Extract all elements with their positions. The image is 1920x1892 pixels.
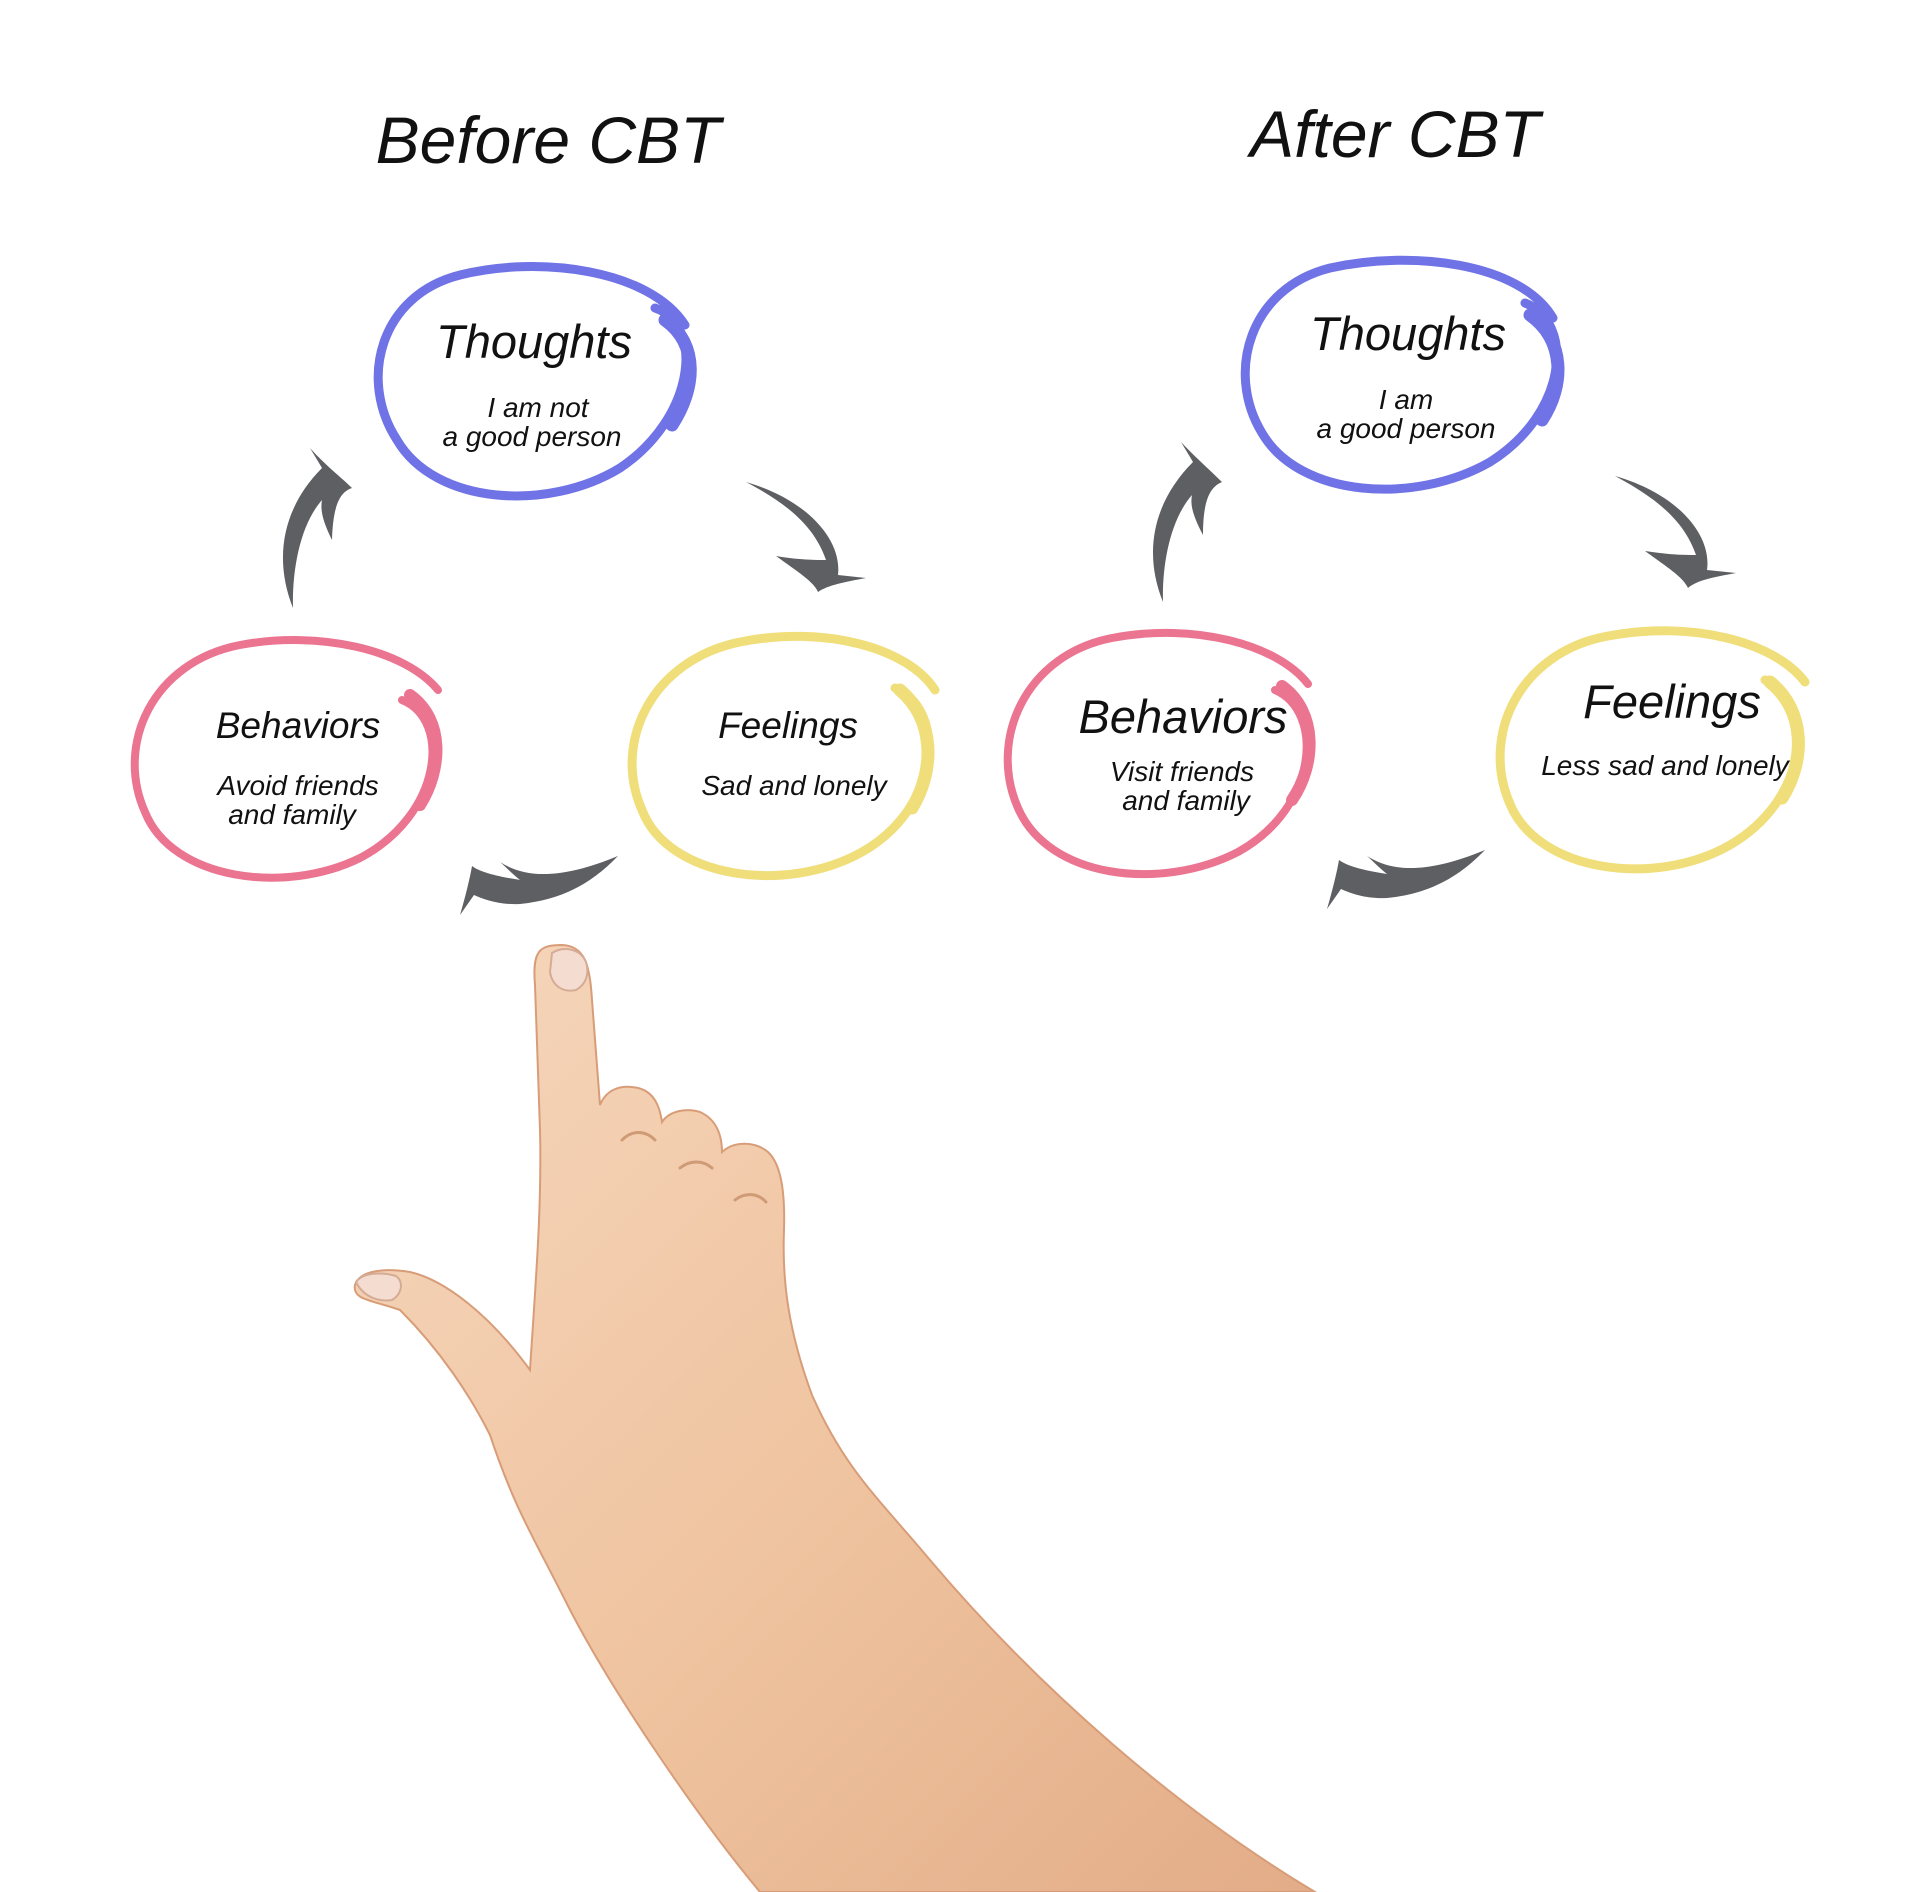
after-thoughts-line-2: a good person bbox=[1316, 413, 1495, 444]
after-cbt-panel: After CBT Thoughts I am a good person Be… bbox=[1003, 97, 1810, 909]
before-feelings-title: Feelings bbox=[718, 705, 858, 746]
after-feelings-title: Feelings bbox=[1583, 675, 1761, 728]
before-thoughts-line-1: I am not bbox=[487, 392, 589, 423]
after-feelings-node: Feelings Less sad and lonely bbox=[1495, 626, 1810, 874]
before-behaviors-line-1: Avoid friends bbox=[215, 770, 378, 801]
knuckle-lines bbox=[620, 1131, 768, 1204]
after-feelings-ring-flourish bbox=[1763, 675, 1805, 805]
after-behaviors-node: Behaviors Visit friends and family bbox=[1003, 628, 1316, 879]
before-arrow-thoughts-to-feelings bbox=[746, 482, 866, 592]
thumbnail bbox=[354, 1272, 402, 1302]
before-thoughts-title: Thoughts bbox=[436, 315, 632, 368]
before-behaviors-ring-flourish bbox=[404, 689, 443, 811]
after-cbt-title: After CBT bbox=[1246, 97, 1544, 171]
before-behaviors-title: Behaviors bbox=[216, 705, 381, 746]
before-behaviors-node: Behaviors Avoid friends and family bbox=[130, 636, 443, 882]
after-thoughts-title: Thoughts bbox=[1310, 307, 1506, 360]
after-thoughts-node: Thoughts I am a good person bbox=[1240, 255, 1565, 494]
before-thoughts-node: Thoughts I am not a good person bbox=[373, 262, 697, 501]
after-behaviors-title: Behaviors bbox=[1079, 690, 1288, 743]
before-thoughts-ring-flourish bbox=[658, 313, 697, 432]
after-behaviors-line-1: Visit friends bbox=[1110, 756, 1254, 787]
before-cbt-panel: Before CBT Thoughts I am not a good pers… bbox=[130, 103, 940, 915]
after-thoughts-ring-flourish bbox=[1523, 308, 1565, 427]
index-fingernail bbox=[548, 948, 589, 992]
before-arrow-feelings-to-behaviors bbox=[460, 856, 618, 915]
before-feelings-node: Feelings Sad and lonely bbox=[627, 631, 940, 881]
before-cbt-title: Before CBT bbox=[376, 103, 725, 177]
after-thoughts-line-1: I am bbox=[1379, 384, 1433, 415]
after-behaviors-line-2: and family bbox=[1122, 785, 1252, 816]
pointing-hand-icon bbox=[353, 943, 1317, 1892]
after-arrow-behaviors-to-thoughts bbox=[1152, 442, 1222, 602]
after-arrow-thoughts-to-feelings bbox=[1615, 476, 1736, 588]
after-feelings-line-1: Less sad and lonely bbox=[1541, 750, 1791, 781]
before-feelings-line-1: Sad and lonely bbox=[701, 770, 888, 801]
before-feelings-ring-flourish bbox=[893, 683, 935, 815]
before-thoughts-line-2: a good person bbox=[442, 421, 621, 452]
before-behaviors-line-2: and family bbox=[228, 799, 358, 830]
after-behaviors-ring-flourish bbox=[1276, 680, 1316, 806]
before-arrow-behaviors-to-thoughts bbox=[282, 448, 352, 608]
before-thoughts-ring bbox=[373, 262, 691, 501]
after-arrow-feelings-to-behaviors bbox=[1327, 850, 1485, 909]
